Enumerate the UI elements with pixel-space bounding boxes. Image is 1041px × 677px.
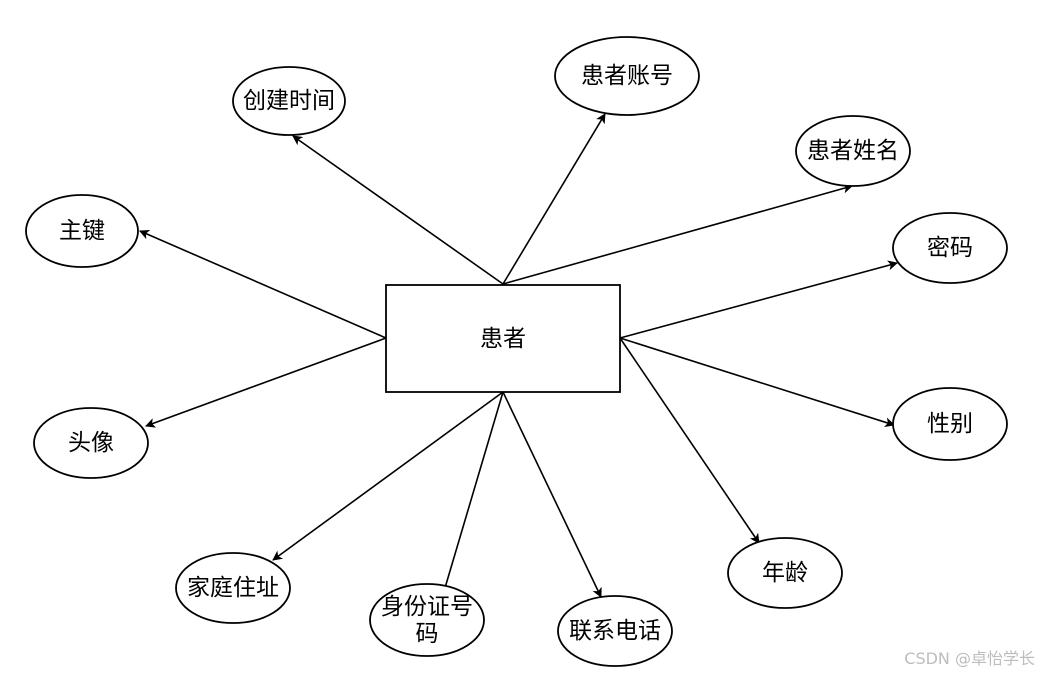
attribute-ellipse (727, 537, 843, 609)
edge-create-time (292, 135, 504, 285)
attribute-password[interactable]: 密码 (892, 212, 1008, 284)
attribute-label: 联系电话 (569, 618, 661, 644)
edge-phone (502, 391, 602, 598)
attribute-label: 密码 (927, 235, 973, 261)
edge-name (502, 183, 853, 285)
attribute-ellipse (369, 583, 485, 657)
attribute-label: 性别 (927, 411, 973, 437)
attribute-address[interactable]: 家庭住址 (175, 552, 291, 624)
attribute-label-line2: 码 (416, 621, 439, 647)
attribute-id-number[interactable]: 身份证号 码 (369, 583, 485, 657)
edge-account (502, 113, 606, 285)
watermark-text: CSDN @卓怡学长 (904, 649, 1035, 668)
attribute-phone[interactable]: 联系电话 (557, 595, 673, 667)
attribute-label: 年龄 (762, 560, 808, 586)
attribute-ellipse (557, 595, 673, 667)
attribute-create-time[interactable]: 创建时间 (232, 66, 346, 136)
attribute-account[interactable]: 患者账号 (554, 36, 700, 116)
edge-id-number (439, 391, 504, 599)
attribute-name[interactable]: 患者姓名 (795, 115, 911, 187)
attribute-ellipse (554, 36, 700, 116)
attribute-avatar[interactable]: 头像 (33, 407, 149, 479)
edge-gender (619, 337, 895, 428)
attribute-age[interactable]: 年龄 (727, 537, 843, 609)
attribute-label: 头像 (68, 430, 114, 456)
attribute-ellipse (25, 194, 139, 268)
edge-address (272, 391, 504, 561)
attribute-ellipse (33, 407, 149, 479)
attribute-primary-key[interactable]: 主键 (25, 194, 139, 268)
attribute-ellipse (232, 66, 346, 136)
attribute-label-line1: 身份证号 (381, 594, 473, 620)
attribute-ellipse (892, 387, 1008, 461)
attribute-label: 家庭住址 (187, 575, 279, 601)
entity-patient[interactable]: 患者 (385, 284, 621, 393)
attribute-label: 创建时间 (243, 88, 335, 114)
edge-password (619, 260, 898, 339)
edge-primary-key (139, 230, 387, 339)
attribute-gender[interactable]: 性别 (892, 387, 1008, 461)
edge-age (619, 337, 760, 544)
attribute-ellipse (175, 552, 291, 624)
attribute-ellipse (892, 212, 1008, 284)
edge-avatar (145, 337, 387, 428)
entity-label: 患者 (480, 326, 526, 352)
attribute-label: 主键 (59, 218, 105, 244)
entity-box (385, 284, 621, 393)
attribute-label: 患者姓名 (807, 138, 899, 164)
connectors (139, 113, 898, 599)
attribute-ellipse (795, 115, 911, 187)
attribute-label: 患者账号 (581, 63, 673, 89)
